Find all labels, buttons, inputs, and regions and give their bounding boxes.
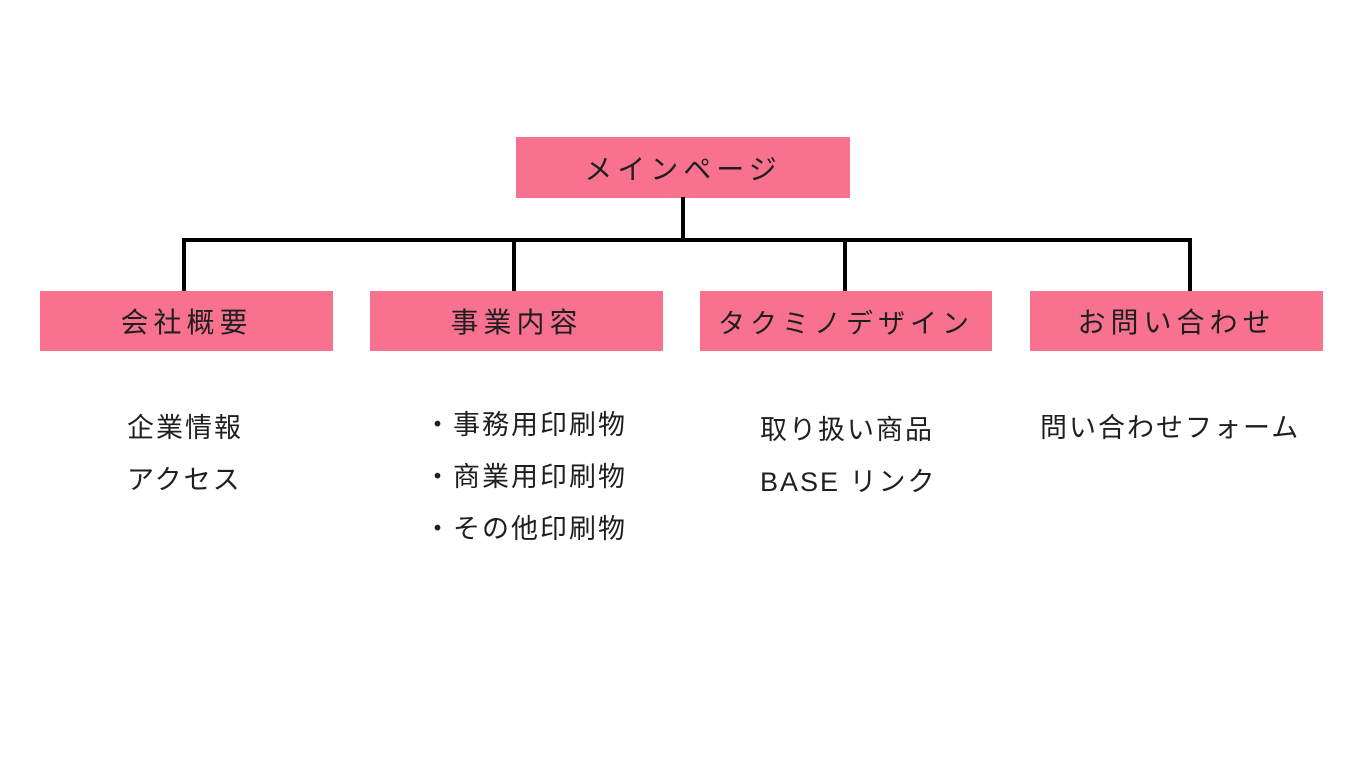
list-item: 取り扱い商品 [760,415,934,445]
list-item: BASE リンク [760,467,937,497]
list-item: ・事務用印刷物 [424,410,627,440]
node-business-content: 事業内容 [370,291,663,351]
company-overview-items: 企業情報 アクセス [127,402,243,506]
node-main-page-label: メインページ [584,153,782,185]
list-item: ・その他印刷物 [424,514,627,544]
connector-drop-business [512,238,516,291]
node-main-page: メインページ [516,137,850,198]
node-company-overview: 会社概要 [40,291,333,351]
node-takumino-design-label: タクミノデザイン [718,308,974,339]
connector-horizontal-rail [182,238,1192,242]
node-business-content-label: 事業内容 [450,307,583,338]
connector-drop-company [182,238,186,291]
takumino-design-items: 取り扱い商品 BASE リンク [760,404,937,508]
business-content-items: ・事務用印刷物 ・商業用印刷物 ・その他印刷物 [424,399,627,555]
list-item: 企業情報 [127,413,243,443]
node-takumino-design: タクミノデザイン [700,291,992,351]
connector-drop-contact [1188,238,1192,291]
connector-drop-takumino [843,238,847,291]
list-item: ・商業用印刷物 [424,462,627,492]
node-contact-label: お問い合わせ [1077,307,1276,338]
contact-items: 問い合わせフォーム [1040,402,1300,454]
node-contact: お問い合わせ [1030,291,1323,351]
list-item: アクセス [127,465,242,495]
list-item: 問い合わせフォーム [1040,413,1301,443]
connector-root-stem [681,197,685,240]
node-company-overview-label: 会社概要 [120,307,253,338]
